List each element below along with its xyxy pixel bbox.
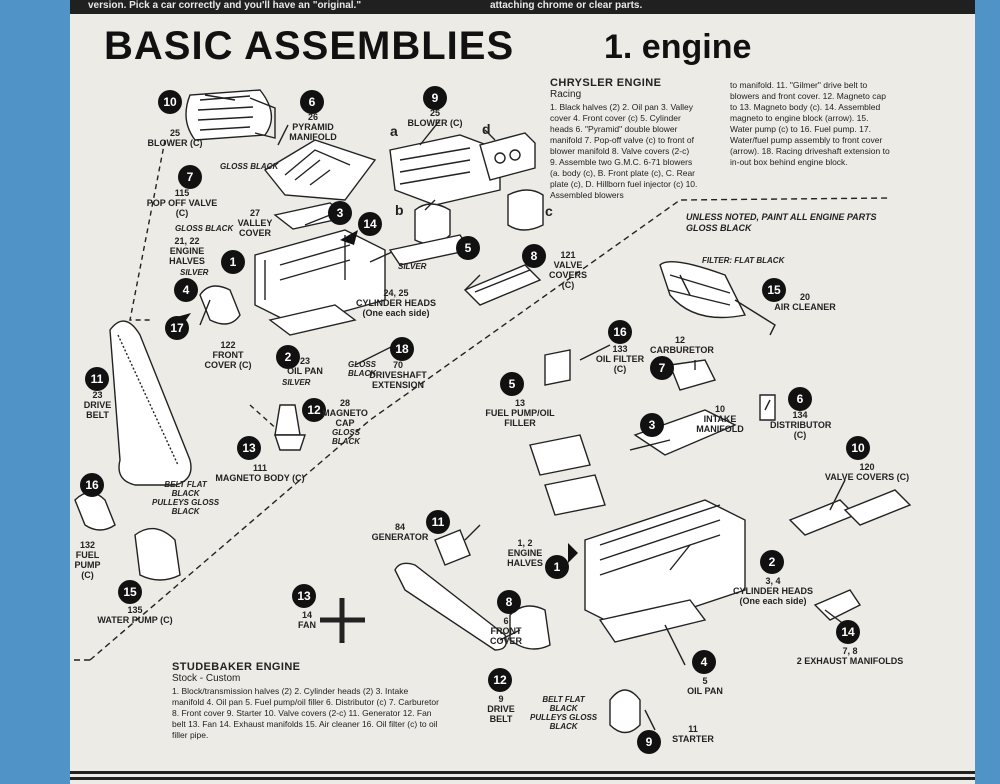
part-label: 12 CARBURETOR (650, 335, 714, 355)
callout-number: 10 (158, 90, 182, 114)
part-label: 133 OIL FILTER (C) (595, 344, 645, 374)
studebaker-steps: 1. Block/transmission halves (2) 2. Cyli… (172, 686, 439, 740)
assembly-letter-c: c (545, 203, 553, 219)
callout-number: 6 (300, 90, 324, 114)
callout-number: 8 (497, 590, 521, 614)
callout-number: 10 (846, 436, 870, 460)
callout-number: 9 (637, 730, 661, 754)
studebaker-heading: STUDEBAKER ENGINE (172, 661, 301, 673)
callout-number: 18 (390, 337, 414, 361)
paint-note-silver: SILVER (180, 268, 209, 277)
part-label: 14 FAN (298, 610, 316, 630)
paint-note: UNLESS NOTED, PAINT ALL ENGINE PARTS GLO… (686, 212, 877, 233)
studebaker-instructions: STUDEBAKER ENGINE Stock - Custom 1. Bloc… (172, 662, 440, 741)
part-label: 23 OIL PAN (287, 356, 323, 376)
chrysler-heading: CHRYSLER ENGINE (550, 77, 662, 89)
paint-note-gloss-black: GLOSS BLACK (175, 224, 234, 233)
callout-number: 5 (500, 372, 524, 396)
part-label: 11 STARTER (672, 724, 714, 744)
assembly-letter-d: d (482, 121, 491, 137)
callout-number: 1 (545, 555, 569, 579)
callout-number: 14 (836, 620, 860, 644)
part-label: 122 FRONT COVER (C) (204, 340, 252, 370)
callout-number: 12 (488, 668, 512, 692)
callout-number: 2 (760, 550, 784, 574)
callout-number: 16 (608, 320, 632, 344)
part-label: 25 BLOWER (C) (147, 128, 203, 148)
callout-number: 4 (174, 278, 198, 302)
chrysler-instructions: CHRYSLER ENGINE Racing 1. Black halves (… (550, 78, 698, 201)
part-label: 23 DRIVE BELT (83, 390, 112, 420)
chrysler-steps-col2: to manifold. 11. "Gilmer" drive belt to … (730, 80, 890, 167)
bottom-rule (70, 768, 975, 784)
callout-number: 15 (762, 278, 786, 302)
top-cut-text-right: attaching chrome or clear parts. (490, 0, 643, 11)
part-label: 132 FUEL PUMP (C) (74, 540, 101, 580)
assembly-letter-a: a (390, 123, 398, 139)
part-label: 121 VALVE COVERS (C) (548, 250, 587, 290)
part-label: 9 DRIVE BELT (487, 694, 515, 724)
callout-number: 2 (276, 345, 300, 369)
callout-number: 3 (328, 201, 352, 225)
callout-number: 6 (788, 387, 812, 411)
part-label: 20 AIR CLEANER (774, 292, 836, 312)
part-label: 1, 2 ENGINE HALVES (507, 538, 543, 568)
callout-number: 13 (237, 436, 261, 460)
callout-number: 7 (178, 165, 202, 189)
part-label: 120 VALVE COVERS (C) (824, 462, 910, 482)
paint-note-gloss-black: GLOSS BLACK (220, 162, 279, 171)
callout-number: 15 (118, 580, 142, 604)
callout-number: 17 (165, 316, 189, 340)
callout-number: 1 (221, 250, 245, 274)
assembly-letter-b: b (395, 202, 404, 218)
part-label: 135 WATER PUMP (C) (97, 605, 173, 625)
part-label: 28 MAGNETO CAP (322, 398, 368, 428)
part-label: 27 VALLEY COVER (237, 208, 273, 238)
part-label: 13 FUEL PUMP/OIL FILLER (485, 398, 555, 428)
callout-number: 13 (292, 584, 316, 608)
callout-number: 12 (302, 398, 326, 422)
part-label: 70 DRIVESHAFT EXTENSION (369, 360, 427, 390)
callout-number: 8 (522, 244, 546, 268)
callout-number: 14 (358, 212, 382, 236)
paint-note-filter: FILTER: FLAT BLACK (702, 256, 785, 265)
part-label: 24, 25 CYLINDER HEADS (One each side) (355, 288, 436, 318)
part-label: 115 POP OFF VALVE (C) (146, 188, 218, 218)
callout-number: 3 (640, 413, 664, 437)
callout-number: 16 (80, 473, 104, 497)
part-label: 10 INTAKE MANIFOLD (696, 404, 744, 434)
callout-number: 11 (426, 510, 450, 534)
paint-note-silver: SILVER (398, 262, 427, 271)
paint-note-belt: BELT FLAT BLACK PULLEYS GLOSS BLACK (152, 480, 220, 516)
exploded-diagram (70, 89, 912, 734)
part-label: 84 GENERATOR (371, 522, 429, 542)
part-label: 6 FRONT COVER (489, 616, 522, 646)
part-label: 134 DISTRIBUTOR (C) (770, 410, 832, 440)
callout-number: 9 (423, 86, 447, 110)
part-label: 111 MAGNETO BODY (C) (215, 463, 305, 483)
part-label: 7, 8 2 EXHAUST MANIFOLDS (796, 646, 904, 666)
paint-note-gloss-black: GLOSS BLACK (332, 428, 361, 446)
top-cut-text-left: version. Pick a car correctly and you'll… (88, 0, 362, 11)
page-title: BASIC ASSEMBLIES (104, 24, 515, 68)
callout-number: 7 (650, 356, 674, 380)
paint-note-belt: BELT FLAT BLACK PULLEYS GLOSS BLACK (530, 695, 598, 731)
part-label: 25 BLOWER (C) (407, 108, 463, 128)
callout-number: 11 (85, 367, 109, 391)
instruction-sheet: version. Pick a car correctly and you'll… (70, 0, 975, 784)
paint-note-silver: SILVER (282, 378, 311, 387)
part-label: 26 PYRAMID MANIFOLD (289, 112, 337, 142)
part-label: 5 OIL PAN (687, 676, 723, 696)
part-label: 21, 22 ENGINE HALVES (169, 236, 205, 266)
chrysler-steps-col1: 1. Black halves (2) 2. Oil pan 3. Valley… (550, 102, 698, 200)
callout-number: 5 (456, 236, 480, 260)
callout-number: 4 (692, 650, 716, 674)
top-cut-bar: version. Pick a car correctly and you'll… (70, 0, 975, 14)
page-subtitle: 1. engine (604, 28, 752, 66)
chrysler-subheading: Racing (550, 89, 582, 100)
part-label: 3, 4 CYLINDER HEADS (One each side) (732, 576, 813, 606)
studebaker-subheading: Stock - Custom (172, 673, 241, 684)
paint-note-gloss-black: GLOSS BLACK (348, 360, 377, 378)
